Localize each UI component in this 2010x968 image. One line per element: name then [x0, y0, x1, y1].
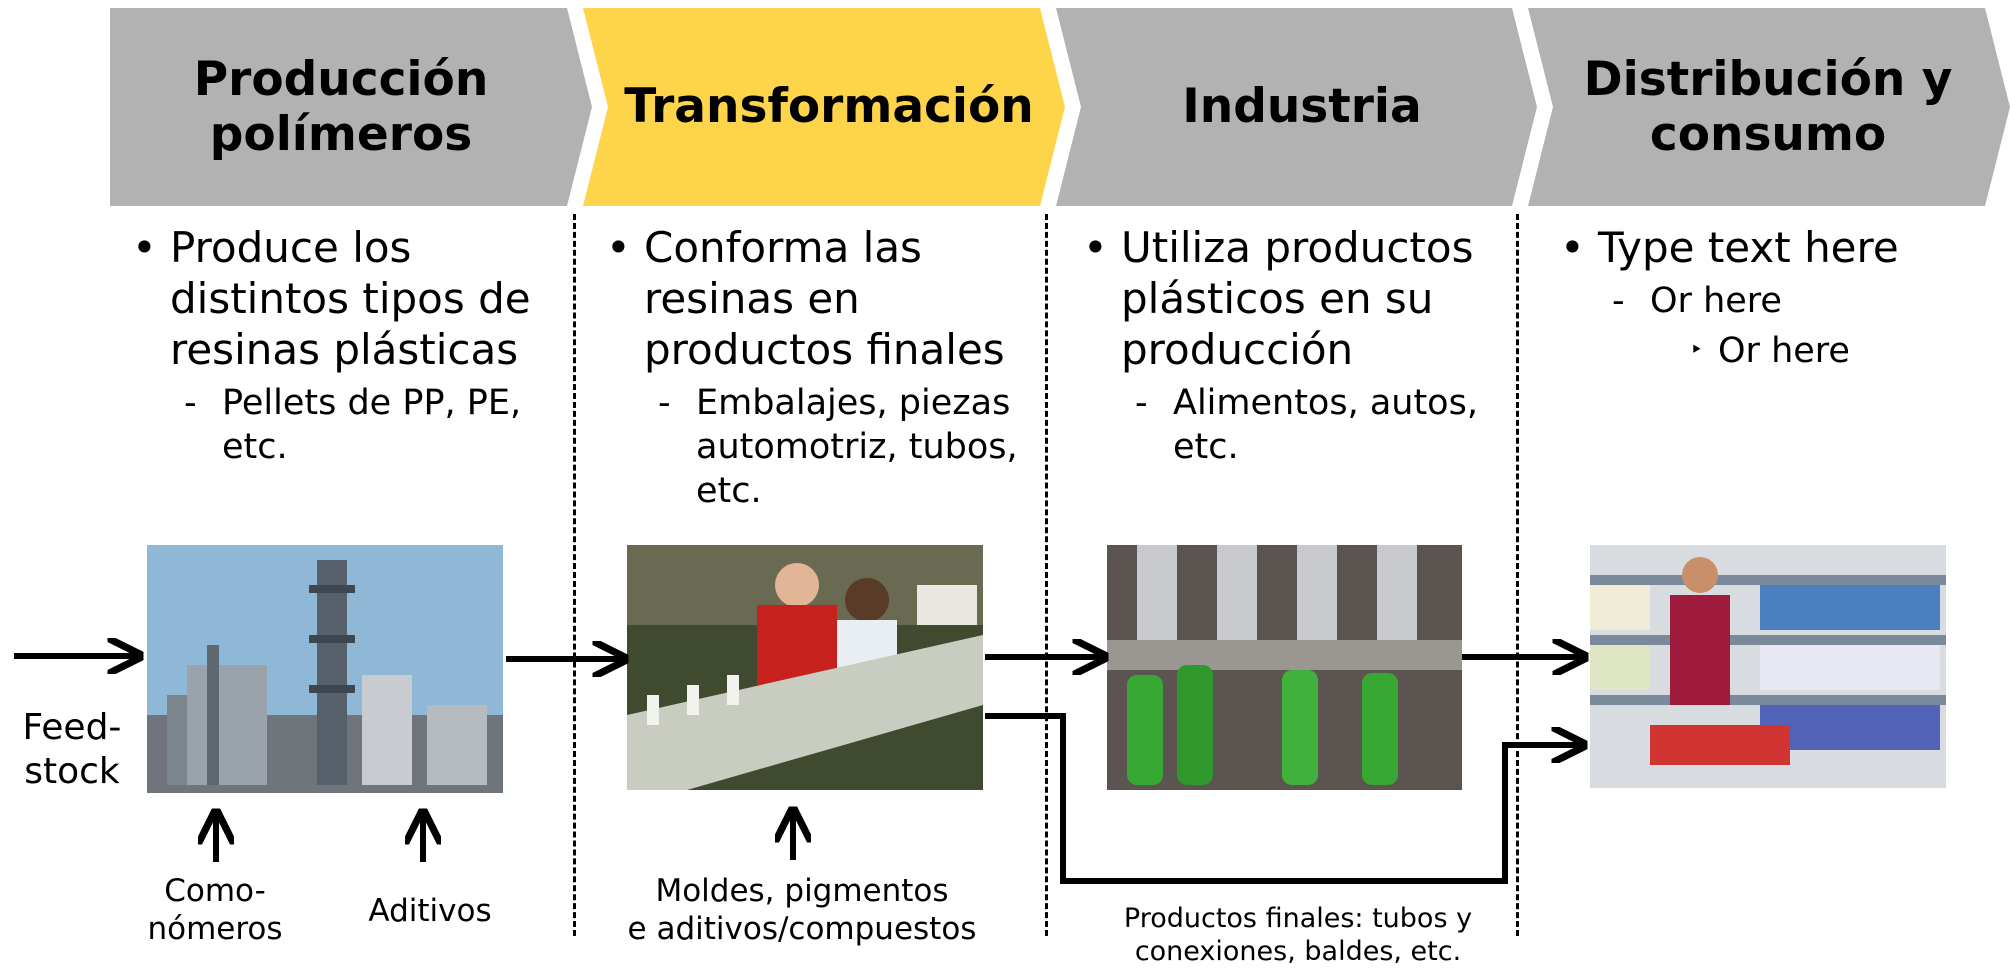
sub-sub-bullet-marker: ‣ — [1690, 338, 1703, 363]
bullet-marker: • — [132, 223, 157, 272]
stage-chevron-produccion — [110, 8, 592, 206]
stage-chevron-industria — [1056, 8, 1537, 206]
sub-sub-bullet-text: Or here — [1718, 331, 1850, 371]
photo-bottle-filling — [1107, 545, 1462, 790]
column-produccion: • Produce los distintos tipos de resinas … — [132, 222, 572, 469]
stage-chevron-transformacion — [583, 8, 1065, 206]
column-divider — [573, 214, 576, 936]
photo-supermarket-shopper — [1590, 545, 1946, 788]
process-chevrons — [110, 8, 2010, 206]
label-aditivos: Aditivos — [368, 893, 492, 929]
column-transformacion: • Conforma las resinas en productos final… — [606, 222, 1046, 513]
sub-bullet-marker: - — [658, 383, 671, 423]
bullet-text: Conforma las resinas en productos finale… — [644, 223, 1005, 374]
bullet-marker: • — [1083, 223, 1108, 272]
stage-chevron-distribucion — [1528, 8, 2010, 206]
column-industria: • Utiliza productos plásticos en su produ… — [1083, 222, 1523, 469]
photo-production-line — [627, 545, 983, 790]
sub-bullet-marker: - — [1612, 281, 1625, 321]
column-divider — [1516, 214, 1519, 936]
sub-bullet-text: Pellets de PP, PE, etc. — [222, 383, 522, 467]
sub-bullet-text: Or here — [1650, 281, 1782, 321]
label-productos-finales: Productos finales: tubos y conexiones, b… — [1123, 903, 1473, 967]
column-distribucion: •Type text here -Or here ‣Or here — [1560, 222, 2000, 373]
label-feedstock: Feed- stock — [22, 707, 122, 792]
sub-bullet-text: Alimentos, autos, etc. — [1173, 383, 1478, 467]
bullet-marker: • — [606, 223, 631, 272]
bullet-text: Type text here — [1598, 223, 1899, 272]
stage-title-transformacion: Transformación — [624, 79, 1034, 135]
label-moldes-pigmentos: Moldes, pigmentos e aditivos/compuestos — [627, 873, 977, 947]
sub-bullet-text: Embalajes, piezas automotriz, tubos, etc… — [696, 383, 1018, 511]
label-comonomeros: Como- nómeros — [147, 873, 283, 947]
bullet-text: Produce los distintos tipos de resinas p… — [170, 223, 531, 374]
sub-bullet-marker: - — [184, 383, 197, 423]
column-divider — [1045, 214, 1048, 936]
sub-bullet-marker: - — [1135, 383, 1148, 423]
stage-title-produccion: Producción polímeros — [193, 51, 489, 162]
photo-petrochemical-plant — [147, 545, 503, 793]
bullet-text: Utiliza productos plásticos en su produc… — [1121, 223, 1474, 374]
stage-title-industria: Industria — [1182, 79, 1422, 135]
stage-title-distribucion: Distribución y consumo — [1583, 51, 1953, 162]
bullet-marker: • — [1560, 223, 1585, 272]
